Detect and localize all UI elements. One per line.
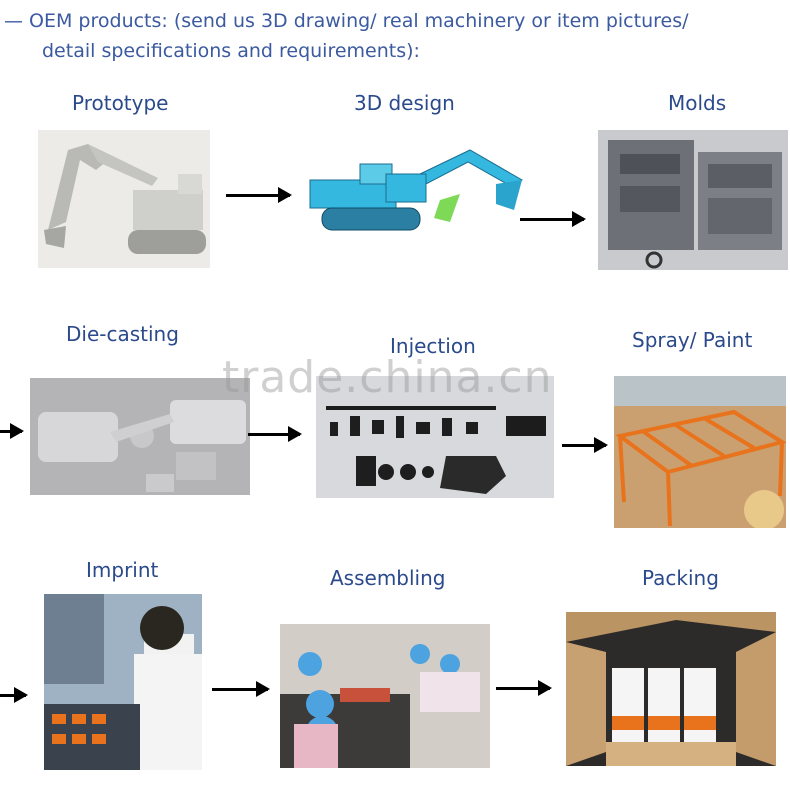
step-label-die-casting: Die-casting bbox=[66, 322, 179, 346]
step-label-prototype: Prototype bbox=[72, 91, 169, 115]
arrow-2 bbox=[520, 211, 586, 227]
header-text: — OEM products: (send us 3D drawing/ rea… bbox=[4, 6, 689, 66]
arrow-5 bbox=[562, 437, 608, 453]
3d-design-photo bbox=[300, 144, 526, 240]
die-casting-photo bbox=[30, 378, 250, 495]
step-label-molds: Molds bbox=[668, 91, 727, 115]
packing-photo bbox=[566, 612, 776, 766]
imprint-photo bbox=[44, 594, 202, 770]
header-line-2: detail specifications and requirements): bbox=[42, 40, 420, 62]
step-label-packing: Packing bbox=[642, 566, 719, 590]
arrow-6 bbox=[0, 687, 28, 703]
arrow-3 bbox=[0, 423, 24, 439]
watermark: trade.china.cn bbox=[222, 352, 553, 403]
assembling-photo bbox=[280, 624, 490, 768]
arrow-4 bbox=[248, 426, 302, 442]
step-label-spray-paint: Spray/ Paint bbox=[632, 328, 753, 352]
header-line-1: — OEM products: (send us 3D drawing/ rea… bbox=[4, 10, 689, 32]
step-label-assembling: Assembling bbox=[330, 566, 446, 590]
step-label-injection: Injection bbox=[390, 334, 476, 358]
molds-photo bbox=[598, 130, 788, 270]
injection-photo bbox=[316, 376, 554, 498]
spray-paint-photo bbox=[614, 376, 786, 528]
step-label-imprint: Imprint bbox=[86, 558, 159, 582]
arrow-8 bbox=[496, 680, 552, 696]
arrow-1 bbox=[226, 187, 292, 203]
step-label-3d-design: 3D design bbox=[354, 91, 455, 115]
arrow-7 bbox=[212, 681, 270, 697]
prototype-photo bbox=[38, 130, 210, 268]
